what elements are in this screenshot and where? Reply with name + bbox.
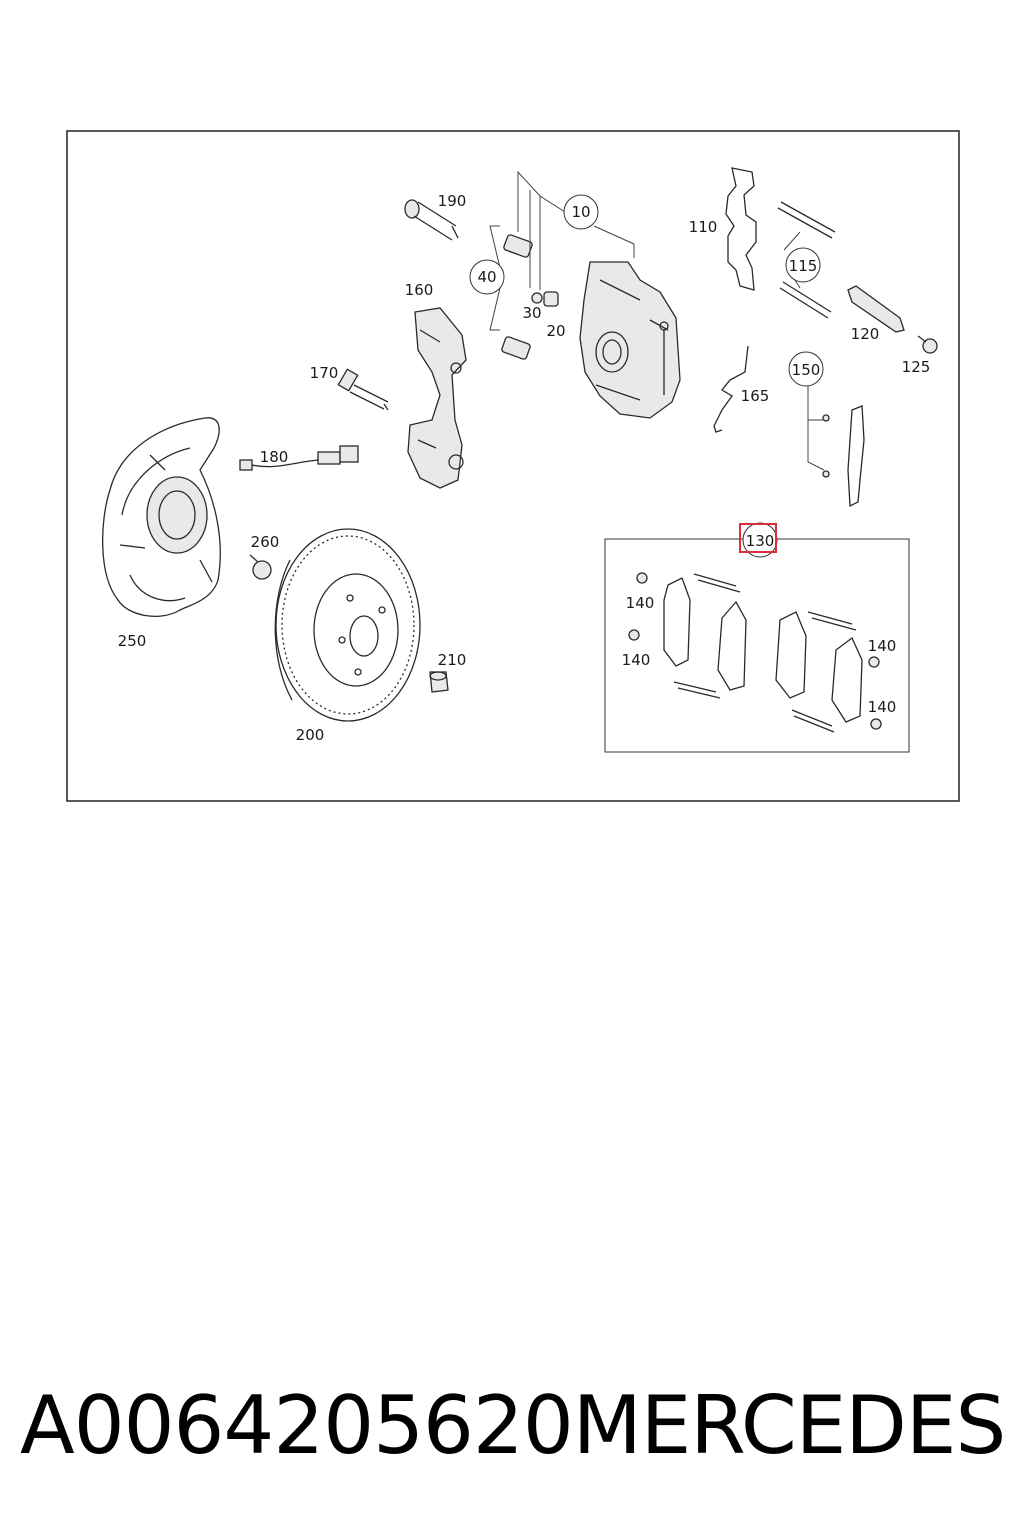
label-150: 150 [792, 361, 821, 379]
bolt-190-part [404, 199, 459, 241]
bolt-120-part [847, 285, 905, 333]
diagram-frame [66, 130, 960, 802]
guide-pin-parts [777, 201, 836, 319]
brake-pad-set-part [628, 572, 882, 733]
part-labels: 10 40 30 20 190 160 170 180 110 115 120 … [118, 192, 931, 744]
label-40: 40 [477, 268, 496, 286]
caliper-carrier-part [407, 307, 467, 489]
callout-circles [469, 194, 824, 558]
label-250: 250 [118, 632, 147, 650]
label-180: 180 [260, 448, 289, 466]
brake-exploded-diagram: 10 40 30 20 190 160 170 180 110 115 120 … [66, 130, 960, 802]
brand-name: MERCEDES [572, 1378, 1007, 1472]
wheel-nut-part [429, 671, 449, 693]
wear-sensor-part [239, 445, 359, 471]
screw-125-part [917, 335, 938, 354]
shield-screw-part [249, 554, 272, 580]
brake-caliper-part [579, 261, 681, 419]
label-260: 260 [251, 533, 280, 551]
spring-bracket-part [725, 167, 757, 291]
heat-shield-part [822, 405, 865, 508]
label-110: 110 [689, 218, 718, 236]
label-160: 160 [405, 281, 434, 299]
label-170: 170 [310, 364, 339, 382]
brake-disc-part [274, 528, 421, 722]
label-140-d: 140 [868, 698, 897, 716]
label-140-b: 140 [622, 651, 651, 669]
part-number: A0064205620 [20, 1378, 574, 1472]
guide-bushing-parts [501, 234, 559, 360]
bolt-170-part [337, 368, 389, 411]
label-190: 190 [438, 192, 467, 210]
label-140-a: 140 [626, 594, 655, 612]
label-10: 10 [571, 203, 590, 221]
label-165: 165 [741, 387, 770, 405]
label-130: 130 [746, 532, 775, 550]
product-caption: A0064205620 MERCEDES [20, 1370, 1007, 1480]
label-200: 200 [296, 726, 325, 744]
label-30: 30 [522, 304, 541, 322]
label-120: 120 [851, 325, 880, 343]
label-125: 125 [902, 358, 931, 376]
dust-shield-part [101, 417, 221, 617]
label-210: 210 [438, 651, 467, 669]
pad-kit-box [604, 538, 910, 753]
label-115: 115 [789, 257, 818, 275]
anti-rattle-spring-part [713, 345, 749, 433]
label-140-c: 140 [868, 637, 897, 655]
label-20: 20 [546, 322, 565, 340]
highlight-box [739, 523, 777, 553]
